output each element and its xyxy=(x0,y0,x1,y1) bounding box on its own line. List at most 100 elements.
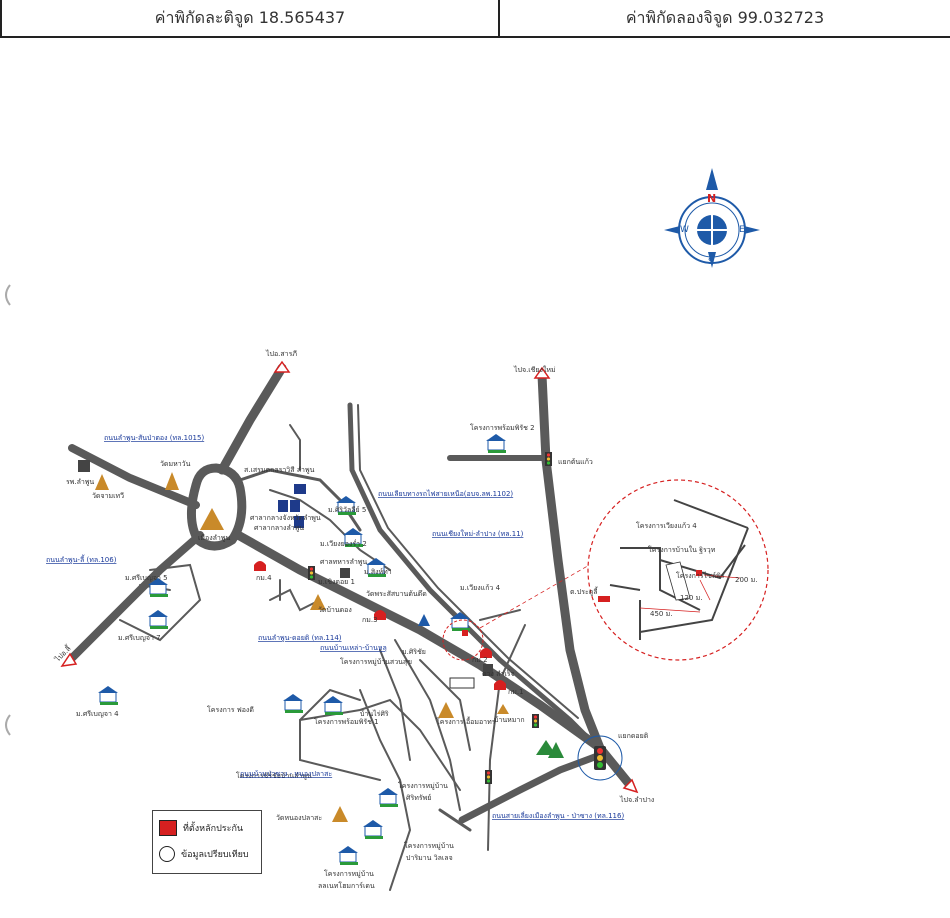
label-km1: กม.1 xyxy=(508,688,524,696)
building-icon xyxy=(294,484,306,494)
label-road-106: ถนนลำพูน-ลี้ (ทล.106) xyxy=(46,553,117,564)
site-highlight-circle xyxy=(442,619,484,661)
label-proj-mung: โครงการบ้านใน ฐิรวุท xyxy=(648,545,716,554)
house-icon xyxy=(363,820,383,839)
temple-icon xyxy=(497,704,509,714)
road-1015 xyxy=(68,444,200,509)
site-inset xyxy=(587,479,769,661)
site-swatch-icon xyxy=(159,820,177,836)
label-proj-sirichai2: โครงการพร้อมพิรัช 1 xyxy=(314,717,379,726)
label-road-1102: ถนนเลียบทางรถไฟสายเหนือ(อบจ.ลพ.1102) xyxy=(378,489,513,498)
tree-icon xyxy=(548,742,564,758)
label-village-singtha: ม.สิงห์ทา xyxy=(364,568,392,576)
compass-s: S xyxy=(708,257,714,267)
house-icon xyxy=(366,558,386,577)
label-village-chiangmai4: ม.เวียงแก้ว 4 xyxy=(460,584,501,592)
building-icons xyxy=(78,460,564,758)
legend-compare-label: ข้อมูลเปรียบเทียบ xyxy=(181,850,249,860)
label-to-saraphi: ไปอ.สารภี xyxy=(265,349,297,358)
local-road xyxy=(119,563,202,642)
traffic-lights xyxy=(308,452,623,784)
compass-w: W xyxy=(680,225,689,235)
site-leader-line xyxy=(479,559,599,629)
house-icon xyxy=(336,496,356,515)
local-road xyxy=(479,609,521,621)
label-proj-village2: โครงการหมู่บ้าน xyxy=(404,841,454,850)
km-marker-icon xyxy=(480,648,492,658)
road-to-saraphi xyxy=(217,363,287,475)
label-d450: 450 ม. xyxy=(650,610,672,618)
local-road xyxy=(359,689,412,891)
label-village-siri5: ม.ศิริวัลลีย์ 5 xyxy=(328,506,366,514)
train-icon xyxy=(449,677,475,689)
label-wat-si-bunruang: วัดพระสัสบานต้นตึด xyxy=(366,589,427,598)
label-proj-sirichai: โครงการซิร์ชัยบ้านลำพูน xyxy=(236,771,312,780)
label-proj-side: โครงการไซล์พิร xyxy=(676,571,725,580)
gas-station-icon xyxy=(418,614,430,626)
label-road-11: ถนนเชียงใหม่-ลำปาง (ทล.11) xyxy=(432,529,524,538)
temple-icon xyxy=(200,508,224,530)
arrow-icon xyxy=(533,366,551,379)
house-icon xyxy=(283,694,303,713)
building-icon xyxy=(278,500,288,512)
label-ban-sai: บ้านไร่ศิริ xyxy=(360,709,389,718)
legend-site-row: ที่ตั้งหลักประกัน xyxy=(159,819,243,837)
house-icon xyxy=(148,578,168,597)
map-legend: ที่ตั้งหลักประกัน ข้อมูลเปรียบเทียบ xyxy=(152,810,262,874)
site-marker xyxy=(462,630,468,636)
label-d120: 120 ม. xyxy=(680,594,702,602)
local-road xyxy=(299,688,361,721)
scan-mark xyxy=(5,284,11,306)
label-road-1015: ถนนลำพูน-สันป่าตอง (ทล.1015) xyxy=(104,434,204,442)
label-proj-sirirat2: โครงการพร้อมพิรัช 2 xyxy=(470,423,535,432)
longitude-label: ค่าพิกัดลองจิจูด 99.032723 xyxy=(625,8,825,27)
traffic-light-icon xyxy=(545,452,552,466)
label-proj-bann-sathu: โครงการเอื้อมอาทร xyxy=(436,715,496,726)
traffic-light-icon xyxy=(485,770,492,784)
label-village-pongtalad: ศาลทหารลำพูน xyxy=(320,558,367,566)
label-junction-doi: แยกดอยติ xyxy=(618,732,649,740)
label-road-116: ถนนสายเลี่ยงเมืองลำพูน - ป่าซาง (ทล.116) xyxy=(492,811,624,820)
junction-circle xyxy=(577,735,623,781)
km-marker-icon xyxy=(254,561,266,571)
building-icon xyxy=(340,568,350,578)
legend-compare-row: ข้อมูลเปรียบเทียบ xyxy=(159,845,249,863)
building-icon xyxy=(290,500,300,512)
label-proj-village2-b: ปาริมาน วิลเลจ xyxy=(406,854,453,862)
km-marker-icon xyxy=(374,610,386,620)
coordinates-header: ค่าพิกัดละติจูด 18.565437 ค่าพิกัดลองจิจ… xyxy=(0,0,950,38)
label-km4: กม.4 xyxy=(256,574,272,582)
tree-icon xyxy=(536,740,556,755)
local-road xyxy=(289,424,301,471)
label-village-sirichai: ม.ศิริชัย xyxy=(402,648,426,656)
compass-e: E xyxy=(739,225,745,235)
arrow-icon xyxy=(60,652,78,667)
label-railway-st: ม.เชิงดอย 1 xyxy=(318,578,355,586)
road-106 xyxy=(66,531,204,664)
label-rp-ruenrom: ดวง สำเร็จ xyxy=(482,669,515,678)
label-local-road-2: ถนนบ้านป่าซาง - หนองปลาสะ xyxy=(240,770,332,778)
label-junction-tonkaew: แยกต้นแก้ว xyxy=(558,458,593,466)
label-wat-chamathewi: วัดจามเทวี xyxy=(92,492,124,500)
latitude-label: ค่าพิกัดละติจูด 18.565437 xyxy=(0,0,500,36)
compass-n: N xyxy=(707,192,716,205)
temple-icon xyxy=(165,472,179,490)
traffic-light-icon xyxy=(308,566,315,580)
compare-circle-icon xyxy=(159,846,175,862)
label-village-4: ม.ศรีเบญจา 4 xyxy=(76,710,119,718)
label-school: ส.เสรมตกลราวิสี ลำพูน xyxy=(244,466,315,474)
label-rp-lamphun: รพ.ลำพูน xyxy=(66,478,94,486)
site-inset-marker xyxy=(696,570,702,576)
temple-icon xyxy=(310,594,326,610)
label-proj-sirirat: โครงการหมู่บ้าน xyxy=(398,781,448,790)
scan-mark xyxy=(5,714,11,736)
hospital-icon xyxy=(78,460,90,472)
label-district-doi: ต.ประตูลี้ xyxy=(570,585,599,596)
road-1102 xyxy=(347,402,603,753)
house-icon xyxy=(148,610,168,629)
local-road xyxy=(394,639,461,811)
label-village-5: ม.ศรีเบญจา 5 xyxy=(125,574,168,582)
label-km2: กม.2 xyxy=(472,656,488,664)
label-village-7: ม.ศรีเบญจา 7 xyxy=(118,634,161,642)
